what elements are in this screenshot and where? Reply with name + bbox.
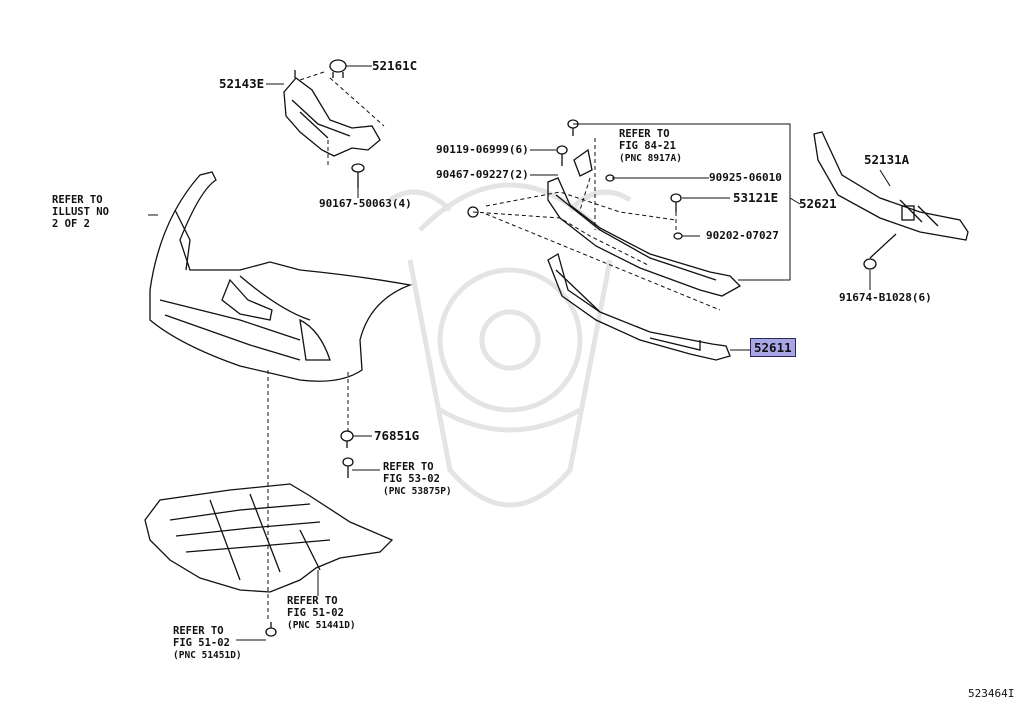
ref-line: FIG 51-02 <box>173 637 230 649</box>
bumper-cover <box>149 171 413 382</box>
ref-line: ILLUST NO <box>52 206 109 218</box>
label-76851g: 76851G <box>374 428 420 443</box>
reinforcement-52621 <box>547 177 742 297</box>
clip-76851g <box>340 430 354 448</box>
ref-line: REFER TO <box>383 461 434 473</box>
screw-90167 <box>351 163 365 188</box>
bolt-91674 <box>863 233 897 270</box>
screw-fig5302 <box>342 457 354 478</box>
watermark-logo <box>388 182 632 508</box>
dashed-guides <box>267 71 721 622</box>
label-90925: 90925-06010 <box>709 171 782 184</box>
bracket-fig8421 <box>573 148 593 177</box>
clip-52161c <box>329 59 347 78</box>
absorber-52611 <box>547 253 731 361</box>
label-90167: 90167-50063(4) <box>319 197 412 210</box>
bracket-52143e <box>283 70 381 157</box>
label-52611-highlighted[interactable]: 52611 <box>750 338 796 357</box>
ref-line: REFER TO <box>287 595 338 607</box>
ref-pnc: (PNC 8917A) <box>619 153 682 164</box>
label-52143e: 52143E <box>219 76 265 91</box>
clip-90202 <box>673 232 683 240</box>
label-90202: 90202-07027 <box>706 229 779 242</box>
label-52161c: 52161C <box>372 58 418 73</box>
ref-line: REFER TO <box>52 194 103 206</box>
label-90467: 90467-09227(2) <box>436 168 529 181</box>
diagram-id: 523464I <box>968 687 1015 700</box>
label-52621: 52621 <box>799 196 837 211</box>
part-number-52611[interactable]: 52611 <box>750 338 796 357</box>
label-52131a: 52131A <box>864 152 910 167</box>
ref-line: REFER TO <box>619 128 670 140</box>
ref-pnc: (PNC 51451D) <box>173 650 242 661</box>
engine-under-cover <box>144 483 394 593</box>
ref-line: FIG 51-02 <box>287 607 344 619</box>
ref-line: FIG 53-02 <box>383 473 440 485</box>
ref-line: FIG 84-21 <box>619 140 676 152</box>
ref-line: REFER TO <box>173 625 224 637</box>
ref-line: 2 OF 2 <box>52 218 90 230</box>
ref-pnc: (PNC 51441D) <box>287 620 356 631</box>
label-91674: 91674-B1028(6) <box>839 291 932 304</box>
leader-lines <box>148 65 891 641</box>
clip-53121e <box>670 193 682 212</box>
screw-fig5102 <box>265 622 277 637</box>
label-90119: 90119-06999(6) <box>436 143 529 156</box>
ref-pnc: (PNC 53875P) <box>383 486 452 497</box>
reinforcement-52131a <box>813 131 969 241</box>
label-53121e: 53121E <box>733 190 779 205</box>
nut-90467 <box>467 206 479 218</box>
